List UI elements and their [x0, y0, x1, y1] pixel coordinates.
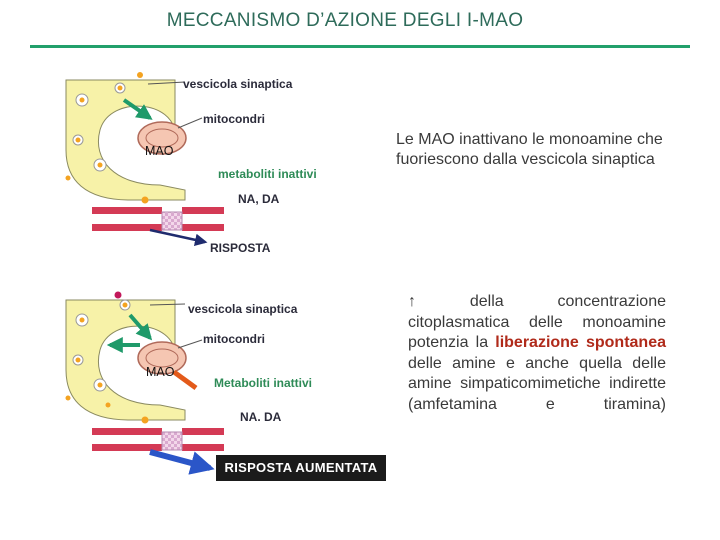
increase-arrow-icon: ↑: [408, 293, 416, 310]
bottom-postsynaptic-block: [161, 431, 183, 451]
top-mitochondrion: [137, 121, 187, 155]
top-mito-pointer: [177, 117, 203, 129]
bottom-neurotransmitters: [65, 291, 149, 424]
bottom-response-arrow: [149, 449, 215, 475]
top-metab-label: metaboliti inattivi: [218, 167, 317, 181]
bottom-nada-label: NA. DA: [240, 410, 282, 424]
bottom-vesicle-arrow: [128, 313, 153, 341]
top-response-arrow: [149, 228, 208, 246]
top-neurotransmitters: [65, 72, 149, 204]
bottom-description-highlight: liberazione spontanea: [495, 334, 666, 351]
bottom-mito-pointer: [177, 339, 203, 349]
top-response-label: RISPOSTA: [210, 241, 271, 255]
bottom-description-part1: della concentrazione citoplasmatica dell…: [408, 293, 666, 351]
bottom-description-part2: delle amine e anche quella delle amine s…: [408, 354, 666, 413]
top-nada-label: NA, DA: [238, 192, 280, 206]
bottom-mao-block-bar: [172, 369, 198, 391]
top-mao-label: MAO: [145, 144, 174, 158]
bottom-mitochondrion: [137, 341, 187, 375]
bottom-mao-label: MAO: [146, 365, 175, 379]
bottom-response-label: RISPOSTA AUMENTATA: [216, 455, 386, 481]
title-underline: [30, 45, 690, 48]
top-receptors: [92, 207, 224, 231]
top-description: Le MAO inattivano le monoamine che fuori…: [396, 131, 663, 168]
top-postsynaptic-block: [161, 211, 183, 231]
top-vesicle-label: vescicola sinaptica: [183, 77, 293, 91]
bottom-metab-label: Metaboliti inattivi: [214, 376, 313, 390]
top-vesicle-arrow: [122, 98, 153, 120]
bottom-description: ↑ della concentrazione citoplasmatica de…: [408, 292, 666, 415]
top-vesicle-pointer: [147, 81, 186, 85]
bottom-nerve-terminal: [65, 299, 186, 421]
bottom-vesicle-pointer: [149, 303, 186, 306]
bottom-receptors: [92, 428, 224, 451]
top-mito-label: mitocondri: [203, 112, 265, 126]
page-title: MECCANISMO D’AZIONE DEGLI I-MAO: [166, 10, 524, 31]
bottom-vesicle-label: vescicola sinaptica: [188, 302, 298, 316]
bottom-mito-label: mitocondri: [203, 332, 265, 346]
